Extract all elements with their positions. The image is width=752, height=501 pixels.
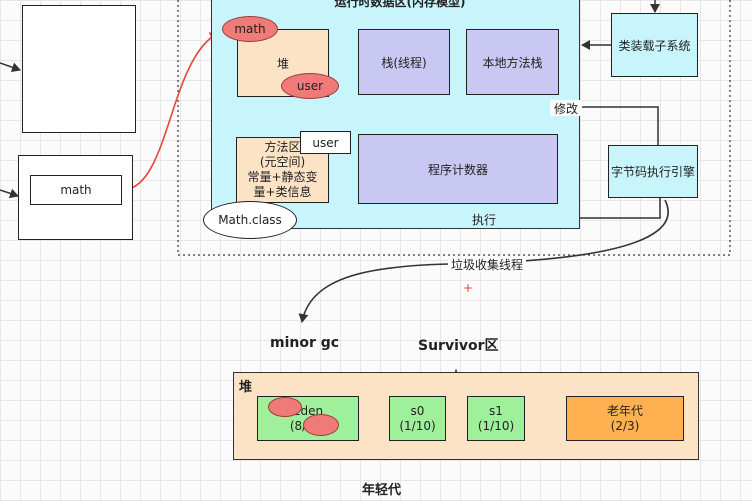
method-area-label: 方法区 (元空间) 常量+静态变 量+类信息 xyxy=(247,140,318,199)
cursor-plus: + xyxy=(463,281,473,295)
generational-heap-title: 堆 xyxy=(239,380,253,395)
method-area-box: 方法区 (元空间) 常量+静态变 量+类信息 xyxy=(236,137,329,203)
old-generation-ratio: (2/3) xyxy=(610,418,640,433)
heap-math-object: math xyxy=(222,16,278,42)
old-generation-name: 老年代 xyxy=(606,403,643,418)
user-class-label: user xyxy=(300,131,351,154)
gc-thread-label: 垃圾收集线程 xyxy=(448,256,526,272)
heap-label: 堆 xyxy=(276,56,289,71)
s0-ratio: (1/10) xyxy=(399,418,436,433)
s1-name: s1 xyxy=(489,403,503,418)
math-class-ellipse: Math.class xyxy=(203,201,297,239)
arrow-into-top-left-box xyxy=(0,62,21,73)
native-method-stack-box: 本地方法栈 xyxy=(466,29,559,95)
math-variable-box: math xyxy=(30,175,122,205)
execute-label: 执行 xyxy=(468,211,500,227)
young-generation-label: 年轻代 xyxy=(362,483,402,498)
modify-label: 修改 xyxy=(550,100,582,116)
minor-gc-label: minor gc xyxy=(270,335,340,351)
eden-object-1 xyxy=(268,397,302,417)
s0-box: s0 (1/10) xyxy=(389,396,446,441)
execution-engine-box: 字节码执行引擎 xyxy=(608,145,698,198)
runtime-area-title: 运行时数据区(内存模型) xyxy=(334,0,466,9)
stack-box: 栈(线程) xyxy=(358,29,450,95)
s0-name: s0 xyxy=(410,403,425,418)
program-counter-box: 程序计数器 xyxy=(358,134,558,204)
eden-object-2 xyxy=(303,414,339,436)
heap-user-object: user xyxy=(281,73,339,99)
s1-ratio: (1/10) xyxy=(477,418,515,433)
old-generation-box: 老年代 (2/3) xyxy=(566,396,684,441)
arrow-into-bottom-left-box xyxy=(0,188,19,199)
class-loader-box: 类装载子系统 xyxy=(611,13,698,77)
s1-box: s1 (1/10) xyxy=(467,396,525,441)
survivor-label: Survivor区 xyxy=(418,338,499,354)
math-reference-curve xyxy=(121,32,219,191)
top-left-box xyxy=(22,5,136,133)
